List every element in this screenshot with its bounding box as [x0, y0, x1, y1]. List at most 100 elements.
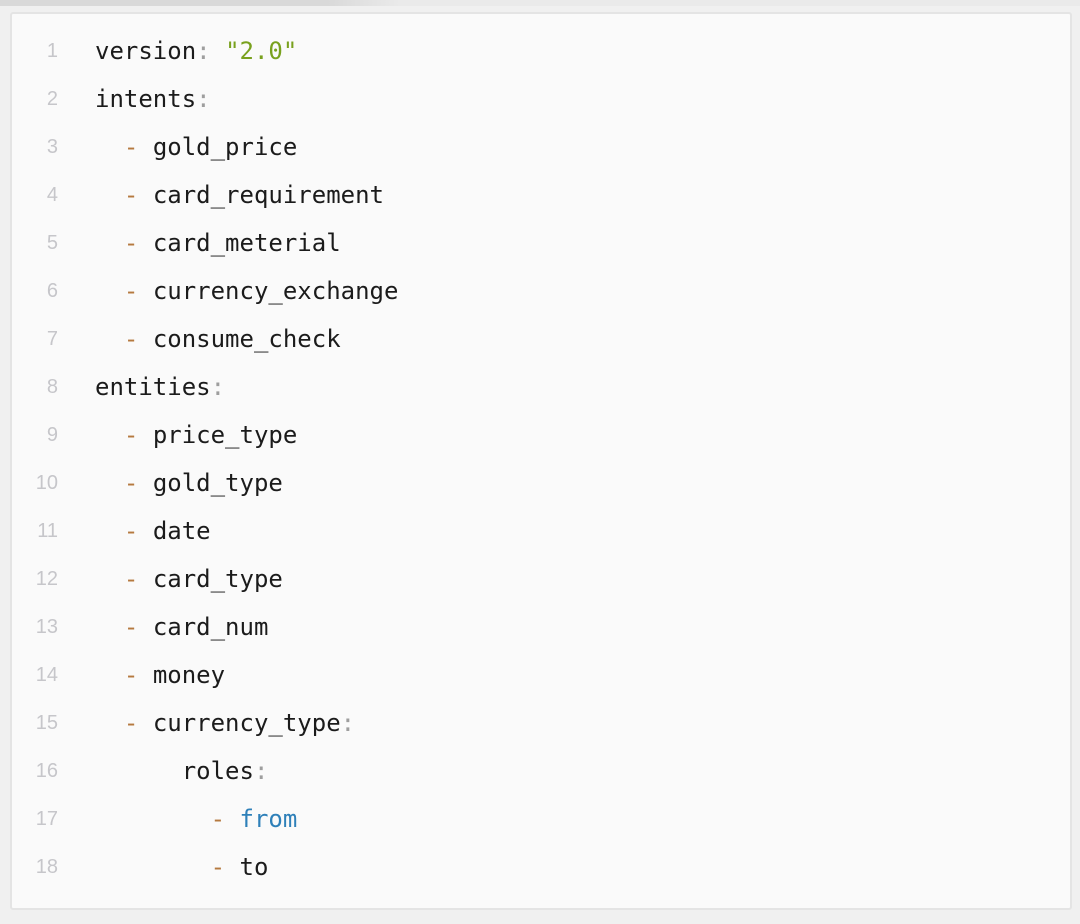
code-text: - currency_exchange — [95, 277, 399, 305]
line-number: 1 — [46, 39, 58, 62]
code-line: 2 intents: — [12, 75, 1070, 123]
token-key: version — [95, 37, 197, 65]
token-colon: : — [196, 85, 211, 113]
token-plain — [95, 805, 211, 833]
token-plain — [138, 277, 152, 305]
token-plain — [225, 853, 239, 881]
code-text: - card_type — [95, 565, 283, 593]
token-dash: - — [210, 853, 226, 881]
code-line: 8 entities: — [12, 363, 1070, 411]
token-plain — [138, 421, 152, 449]
token-plain — [95, 277, 124, 305]
token-plain — [138, 709, 152, 737]
code-text: - card_num — [95, 613, 269, 641]
token-plain — [95, 325, 124, 353]
token-plain — [211, 37, 225, 65]
code-line: 14 - money — [12, 651, 1070, 699]
code-text: - currency_type: — [95, 709, 355, 737]
token-colon: : — [210, 373, 226, 401]
token-plain — [95, 421, 124, 449]
code-line: 12 - card_type — [12, 555, 1070, 603]
token-colon: : — [253, 757, 269, 785]
token-key: intents — [95, 85, 197, 113]
token-plain — [138, 325, 152, 353]
token-plain — [95, 661, 124, 689]
token-plain: card_requirement — [152, 181, 384, 209]
line-number: 13 — [35, 615, 58, 638]
code-line: 1 version: "2.0" — [12, 27, 1070, 75]
token-key: entities — [95, 373, 211, 401]
token-plain — [138, 133, 152, 161]
line-number: 9 — [46, 423, 58, 446]
code-text: - card_meterial — [95, 229, 341, 257]
token-plain — [95, 613, 124, 641]
token-dash: - — [123, 421, 139, 449]
line-number: 2 — [46, 87, 58, 110]
horizontal-scrollbar-track — [0, 0, 1080, 6]
code-text: roles: — [95, 757, 269, 785]
token-plain: card_num — [152, 613, 269, 641]
line-number: 6 — [46, 279, 58, 302]
token-plain: card_meterial — [152, 229, 341, 257]
token-plain — [95, 853, 211, 881]
token-keyword: from — [239, 805, 298, 833]
token-plain: gold_price — [152, 133, 298, 161]
token-plain — [138, 565, 152, 593]
code-text: version: "2.0" — [95, 37, 297, 65]
token-plain — [138, 613, 152, 641]
token-string: "2.0" — [225, 37, 298, 65]
token-plain: consume_check — [152, 325, 341, 353]
token-plain — [138, 181, 152, 209]
horizontal-scrollbar-thumb[interactable] — [0, 0, 400, 6]
token-plain — [95, 133, 124, 161]
token-plain: gold_type — [152, 469, 283, 497]
code-line: 10 - gold_type — [12, 459, 1070, 507]
token-plain: currency_exchange — [152, 277, 399, 305]
token-plain — [95, 709, 124, 737]
line-number: 3 — [46, 135, 58, 158]
token-plain: to — [239, 853, 269, 881]
code-line: 6 - currency_exchange — [12, 267, 1070, 315]
line-number: 7 — [46, 327, 58, 350]
token-plain: money — [152, 661, 226, 689]
code-line: 9 - price_type — [12, 411, 1070, 459]
token-dash: - — [123, 517, 139, 545]
token-plain — [138, 469, 152, 497]
code-text: - gold_type — [95, 469, 283, 497]
token-plain — [95, 517, 124, 545]
code-line: 11 - date — [12, 507, 1070, 555]
line-number: 4 — [46, 183, 58, 206]
token-plain — [95, 229, 124, 257]
token-key: roles — [181, 757, 254, 785]
line-number: 11 — [37, 519, 58, 542]
line-number: 8 — [46, 375, 58, 398]
code-line: 13 - card_num — [12, 603, 1070, 651]
code-text: - consume_check — [95, 325, 341, 353]
token-plain — [138, 517, 152, 545]
token-plain — [95, 181, 124, 209]
code-line: 7 - consume_check — [12, 315, 1070, 363]
token-dash: - — [123, 661, 139, 689]
token-dash: - — [123, 181, 139, 209]
line-number: 14 — [35, 663, 58, 686]
code-line: 17 - from — [12, 795, 1070, 843]
token-dash: - — [123, 565, 139, 593]
token-plain — [138, 661, 152, 689]
token-dash: - — [123, 469, 139, 497]
line-number: 17 — [35, 807, 58, 830]
token-dash: - — [123, 709, 139, 737]
token-plain — [95, 757, 182, 785]
code-text: intents: — [95, 85, 211, 113]
token-dash: - — [123, 133, 139, 161]
token-plain — [95, 469, 124, 497]
code-text: - price_type — [95, 421, 297, 449]
code-text: - from — [95, 805, 298, 833]
token-dash: - — [210, 805, 226, 833]
line-number: 12 — [35, 567, 58, 590]
code-text: - card_requirement — [95, 181, 384, 209]
line-number: 10 — [35, 471, 58, 494]
token-dash: - — [123, 613, 139, 641]
code-text: - gold_price — [95, 133, 297, 161]
